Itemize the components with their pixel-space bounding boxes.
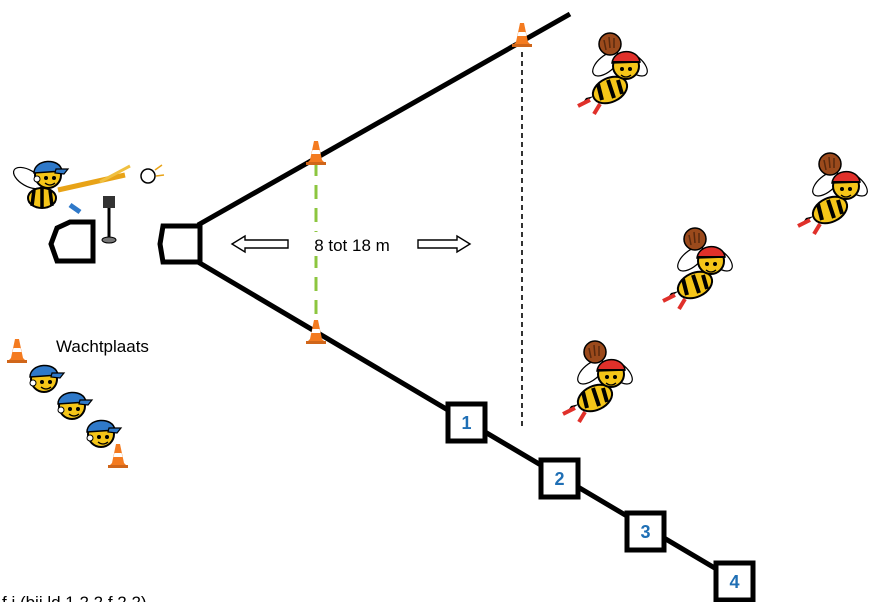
footer-text: f i (bij ld 1 2 2 f 2 2) xyxy=(2,593,147,602)
fielder-bee-icon-4 xyxy=(561,339,639,424)
fielder-bee-icon-2 xyxy=(796,151,874,236)
fielder-bee-icon-1 xyxy=(576,31,654,116)
cone-icon-bottom xyxy=(306,320,326,344)
home-plate-batting xyxy=(157,223,203,265)
wait-area-label: Wachtplaats xyxy=(56,337,149,356)
foul-line-upper xyxy=(196,11,572,228)
base-3: 3 xyxy=(624,510,667,553)
cone-icon-wait-top xyxy=(7,339,27,363)
base-2: 2 xyxy=(538,457,581,500)
batter-bee-icon xyxy=(12,160,165,215)
distance-label: 8 tot 18 m xyxy=(314,236,390,255)
distance-arrows xyxy=(230,234,472,254)
fielder-bee-icon-3 xyxy=(661,226,739,311)
batting-tee-icon xyxy=(101,196,117,244)
base-3-label: 3 xyxy=(640,522,650,542)
base-1-label: 1 xyxy=(461,413,471,433)
home-plate-tee xyxy=(48,219,96,264)
cone-icon-wait-bottom xyxy=(108,444,128,468)
waiting-bee-head-icon-3 xyxy=(86,419,122,448)
waiting-bee-head-icon-1 xyxy=(29,364,65,393)
base-1: 1 xyxy=(445,401,488,444)
base-2-label: 2 xyxy=(554,469,564,489)
waiting-bee-head-icon-2 xyxy=(57,391,93,420)
base-4: 4 xyxy=(713,560,756,602)
base-4-label: 4 xyxy=(729,572,739,592)
